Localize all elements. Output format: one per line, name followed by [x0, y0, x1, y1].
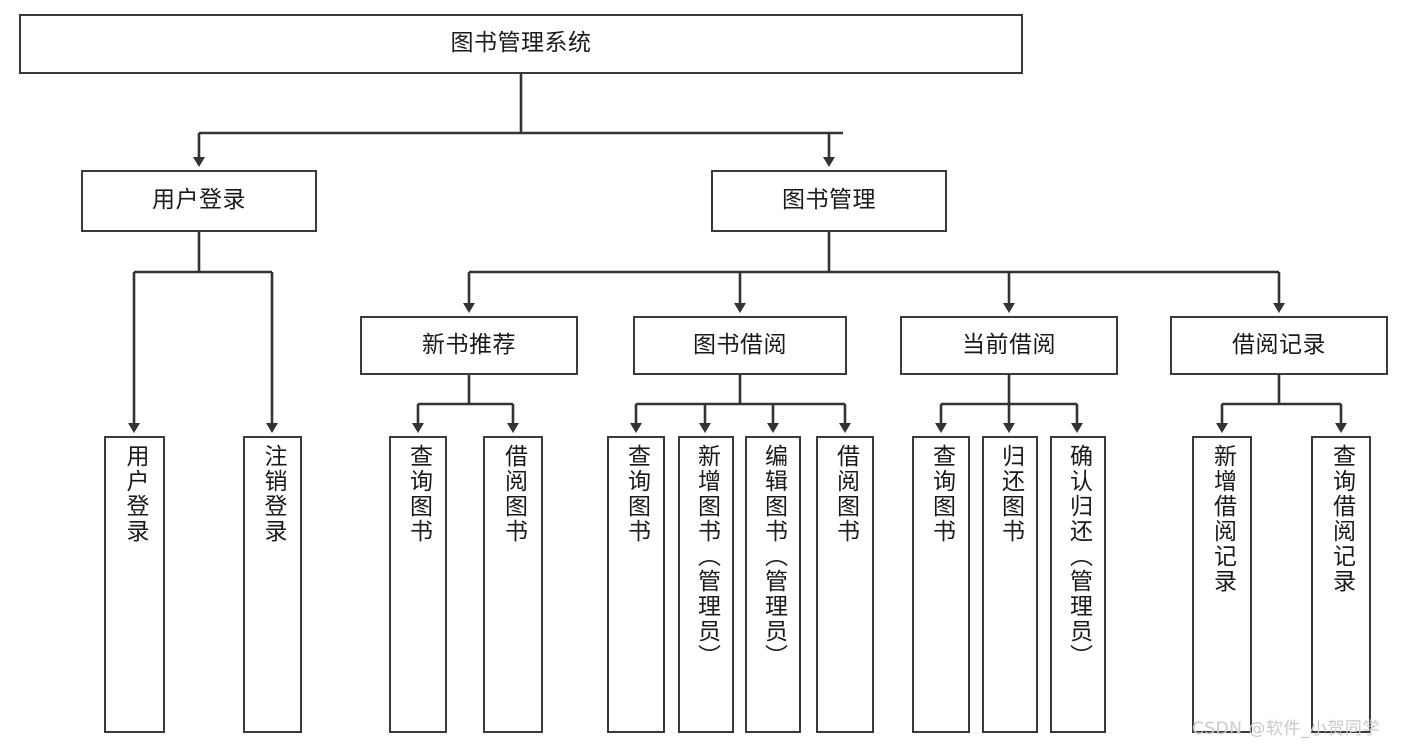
node-book-borrow-label: 图书借阅 — [693, 331, 787, 358]
leaf-current-query-book[interactable]: 查询图书 — [912, 436, 970, 733]
node-current-borrow[interactable]: 当前借阅 — [900, 316, 1118, 375]
leaf-confirm-return-admin[interactable]: 确认归还（管理员） — [1050, 436, 1106, 733]
csdn-watermark: CSDN @软件_小贺同学 — [1192, 719, 1380, 739]
leaf-query-borrow-record[interactable]: 查询借阅记录 — [1311, 436, 1371, 733]
node-current-borrow-label: 当前借阅 — [962, 331, 1056, 358]
leaf-new-book-query-label: 查询图书 — [405, 444, 432, 544]
node-user-login-label: 用户登录 — [152, 187, 246, 214]
leaf-new-book-borrow[interactable]: 借阅图书 — [483, 436, 543, 733]
leaf-add-book-admin-label: 新增图书（管理员） — [693, 444, 720, 669]
leaf-user-login[interactable]: 用户登录 — [104, 436, 165, 733]
node-root[interactable]: 图书管理系统 — [19, 14, 1023, 74]
node-root-label: 图书管理系统 — [450, 30, 592, 57]
leaf-return-book-label: 归还图书 — [997, 444, 1024, 544]
leaf-edit-book-admin-label: 编辑图书（管理员） — [760, 444, 787, 669]
leaf-confirm-return-admin-label: 确认归还（管理员） — [1065, 444, 1092, 669]
node-borrow-record[interactable]: 借阅记录 — [1170, 316, 1388, 375]
node-book-borrow[interactable]: 图书借阅 — [633, 316, 847, 375]
node-book-management-label: 图书管理 — [782, 187, 876, 214]
leaf-borrow-query-book[interactable]: 查询图书 — [607, 436, 665, 733]
leaf-borrow-book[interactable]: 借阅图书 — [816, 436, 874, 733]
leaf-borrow-book-label: 借阅图书 — [832, 444, 859, 544]
node-book-management[interactable]: 图书管理 — [711, 170, 947, 232]
leaf-logout[interactable]: 注销登录 — [243, 436, 302, 733]
leaf-query-borrow-record-label: 查询借阅记录 — [1328, 444, 1355, 594]
leaf-return-book[interactable]: 归还图书 — [982, 436, 1038, 733]
leaf-logout-label: 注销登录 — [260, 444, 286, 544]
leaf-new-book-borrow-label: 借阅图书 — [500, 444, 527, 544]
leaf-user-login-label: 用户登录 — [122, 444, 148, 544]
leaf-borrow-query-book-label: 查询图书 — [623, 444, 650, 544]
leaf-add-borrow-record[interactable]: 新增借阅记录 — [1192, 436, 1252, 733]
node-user-login[interactable]: 用户登录 — [81, 170, 317, 232]
node-new-book-recommend[interactable]: 新书推荐 — [360, 316, 578, 375]
node-borrow-record-label: 借阅记录 — [1232, 331, 1326, 358]
leaf-current-query-book-label: 查询图书 — [928, 444, 955, 544]
leaf-add-book-admin[interactable]: 新增图书（管理员） — [678, 436, 734, 733]
node-new-book-recommend-label: 新书推荐 — [422, 331, 516, 358]
leaf-new-book-query[interactable]: 查询图书 — [389, 436, 447, 733]
leaf-edit-book-admin[interactable]: 编辑图书（管理员） — [745, 436, 801, 733]
leaf-add-borrow-record-label: 新增借阅记录 — [1209, 444, 1236, 594]
